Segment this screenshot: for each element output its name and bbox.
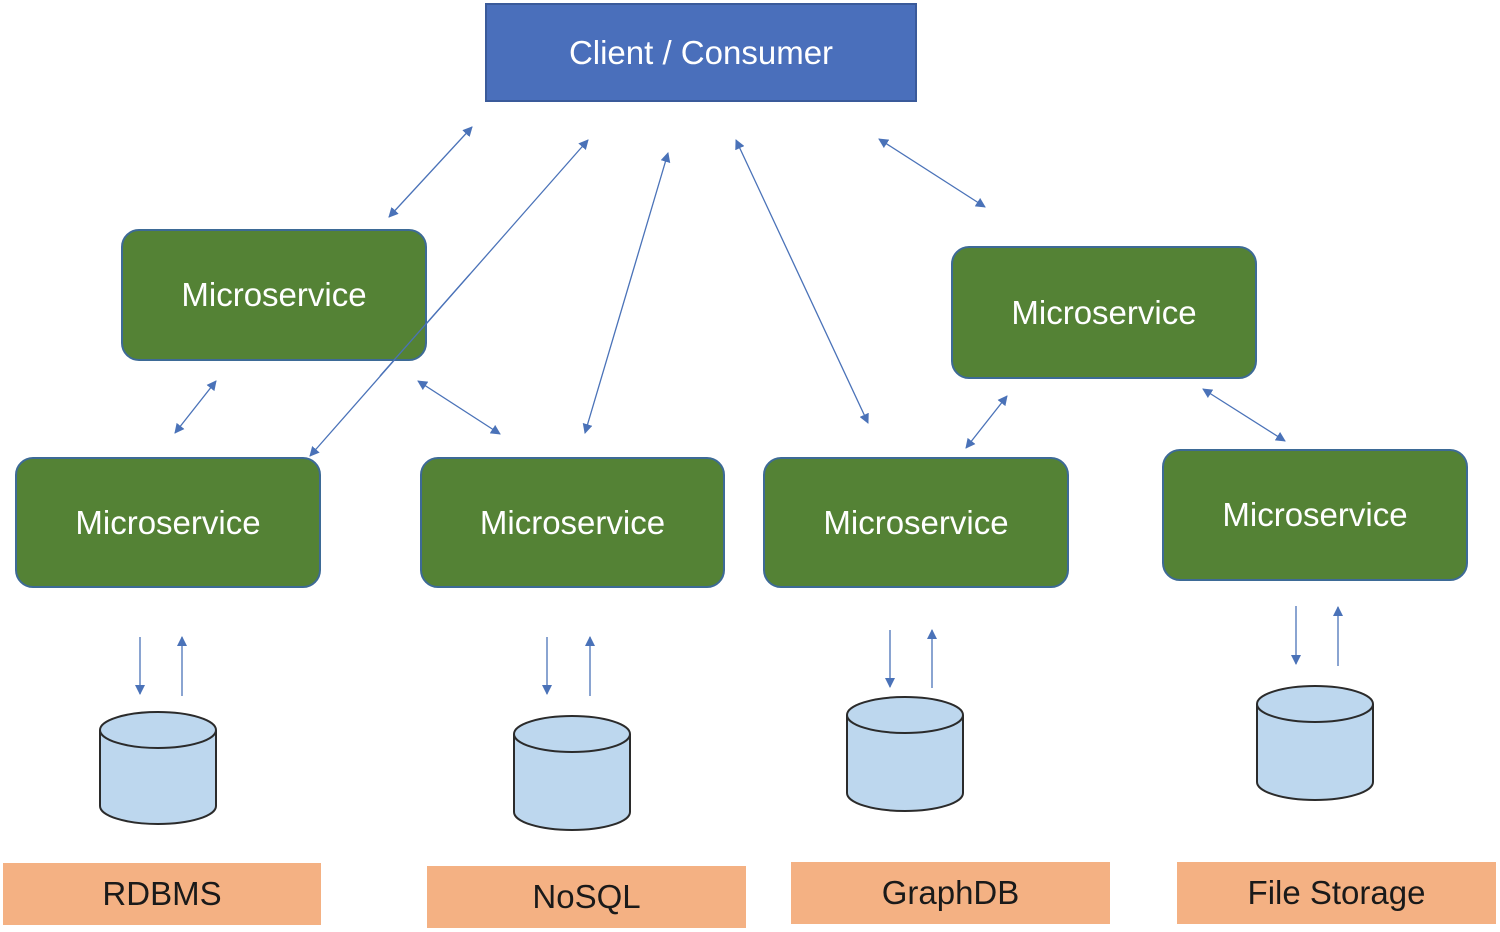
microservice-nosql: Microservice <box>420 457 725 588</box>
microservice-label: Microservice <box>181 276 367 313</box>
arrow-ms-top-left-ms-nosql <box>417 380 501 435</box>
database-icon-file-storage <box>1256 685 1374 801</box>
microservice-label: Microservice <box>479 503 666 541</box>
microservice-label: Microservice <box>823 503 1009 541</box>
arrow-client-ms-top-right <box>878 138 986 208</box>
microservice-label: Microservice <box>1011 293 1197 331</box>
arrow-ms-top-right-ms-file <box>1202 388 1286 442</box>
arrow-client-ms-graphdb <box>735 139 869 424</box>
arrow-ms-top-left-ms-rdbms <box>174 380 217 434</box>
storage-label-file-storage: File Storage <box>1177 862 1496 924</box>
storage-label-rdbms: RDBMS <box>3 863 321 925</box>
client-consumer-label: Client / Consumer <box>568 33 834 71</box>
microservice-top-right: Microservice <box>951 246 1257 379</box>
arrow-ms-top-right-ms-graphdb <box>965 395 1008 449</box>
database-icon-rdbms <box>99 711 217 825</box>
microservice-graphdb: Microservice <box>763 457 1069 588</box>
microservice-label: Microservice <box>75 503 261 541</box>
microservice-rdbms: Microservice <box>15 457 321 588</box>
database-icon-nosql <box>513 715 631 831</box>
storage-label-graphdb: GraphDB <box>791 862 1110 924</box>
arrow-client-ms-nosql <box>582 152 671 434</box>
arrow-client-ms-top-left <box>388 126 473 218</box>
microservice-top-left: Microservice <box>121 229 427 361</box>
storage-label-nosql: NoSQL <box>427 866 746 928</box>
database-icon-graphdb <box>846 696 964 812</box>
microservice-file-storage: Microservice <box>1162 449 1468 581</box>
microservice-label: Microservice <box>1222 496 1408 533</box>
client-consumer-box: Client / Consumer <box>485 3 917 102</box>
